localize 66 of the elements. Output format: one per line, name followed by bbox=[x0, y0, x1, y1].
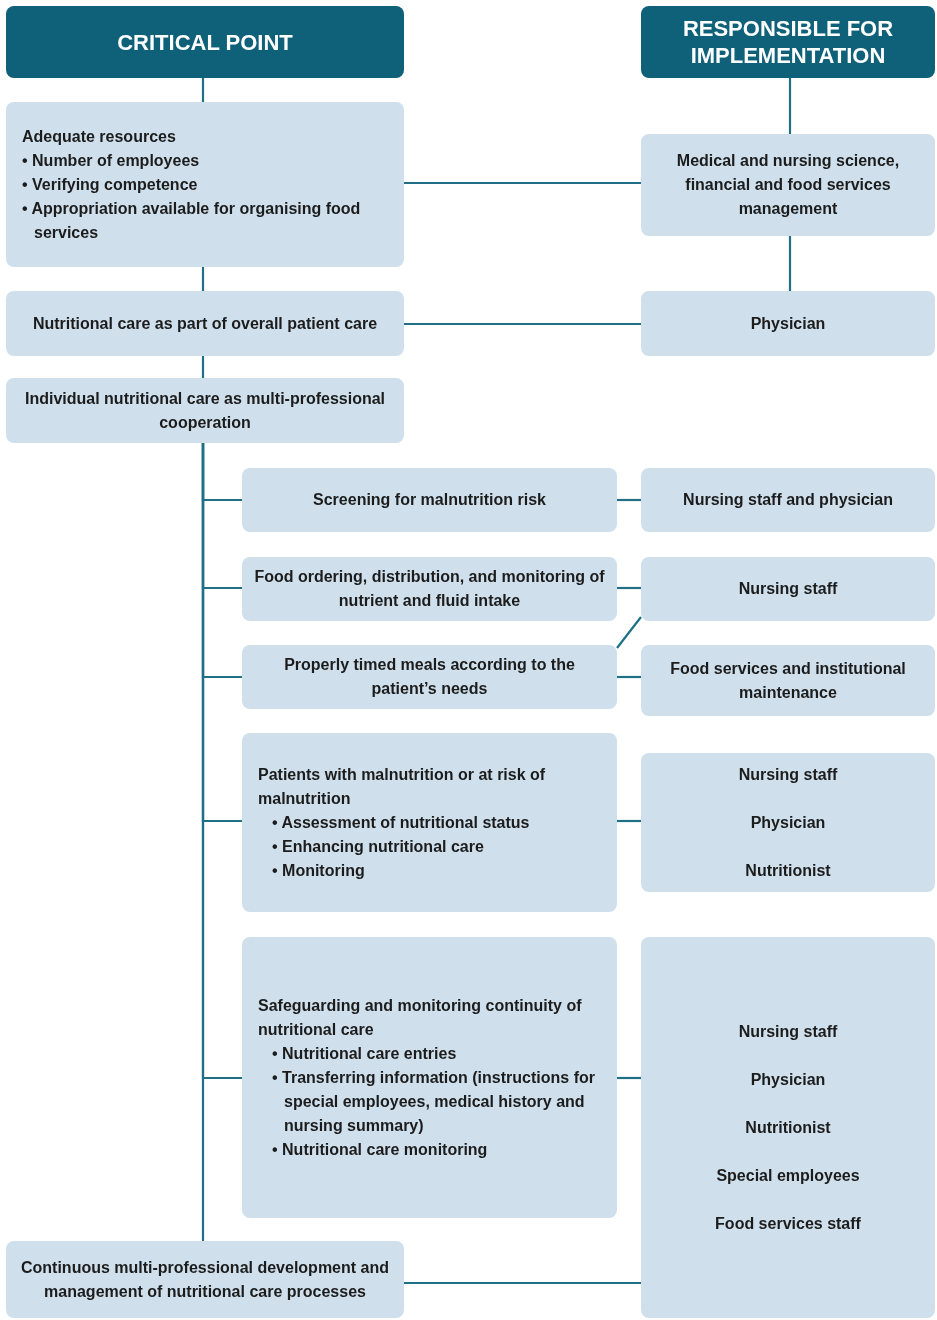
text-box bbox=[6, 1241, 404, 1318]
label-text: Nursing staff bbox=[738, 579, 838, 599]
text-box bbox=[6, 102, 404, 267]
connector-line bbox=[617, 819, 641, 823]
text-box bbox=[242, 645, 617, 709]
label-text: Medical and nursing science, financial and food services management bbox=[675, 151, 901, 219]
connector-line bbox=[404, 322, 641, 326]
connector-line bbox=[201, 267, 205, 291]
label-text: Food ordering, distribution, and monitoring of nutrient and fluid intake bbox=[254, 567, 605, 611]
bullet-item: • Nutritional care monitoring bbox=[271, 1139, 488, 1160]
label-text: Physician bbox=[750, 313, 826, 334]
bullet-item: • Appropriation available for organising food services bbox=[22, 198, 362, 243]
label-text: Food services staff bbox=[715, 1213, 861, 1234]
label-text: Physician bbox=[750, 1069, 826, 1090]
connector-line bbox=[616, 616, 642, 649]
text-box bbox=[641, 753, 935, 892]
text-box bbox=[6, 378, 404, 443]
bullet-item: • Transferring information (instructions for special employees, medical history and nursing summary) bbox=[271, 1067, 596, 1136]
heading-text: Patients with malnutrition or at risk of malnutrition bbox=[258, 764, 547, 809]
connector-line bbox=[788, 236, 792, 291]
label-text: Individual nutritional care as multi-professional cooperation bbox=[23, 388, 387, 433]
text-box bbox=[242, 733, 617, 912]
connector-line bbox=[404, 1281, 641, 1285]
connector-line bbox=[617, 1076, 641, 1080]
connector-line bbox=[788, 78, 792, 134]
bullet-item: • Assessment of nutritional status bbox=[271, 812, 530, 833]
connector-line bbox=[617, 586, 641, 590]
text-box bbox=[641, 468, 935, 532]
label-text: Nursing staff bbox=[738, 764, 838, 785]
connector-line bbox=[201, 356, 205, 378]
label-text: CRITICAL POINT bbox=[117, 28, 293, 56]
text-box bbox=[641, 134, 935, 236]
text-box bbox=[641, 645, 935, 716]
label-text: Nutritionist bbox=[745, 1117, 831, 1138]
label-text: Nutritional care as part of overall patient care bbox=[32, 313, 378, 334]
column-header bbox=[641, 6, 935, 78]
bullet-item: • Verifying competence bbox=[22, 174, 198, 195]
bullet-item: • Nutritional care entries bbox=[271, 1043, 457, 1064]
column-header bbox=[6, 6, 404, 78]
connector-line bbox=[617, 498, 641, 502]
connector-line bbox=[201, 78, 205, 102]
connector-line bbox=[404, 181, 641, 185]
label-text: Continuous multi-professional development and management of nutritional care processes bbox=[20, 1257, 390, 1302]
label-text: Physician bbox=[750, 812, 826, 833]
text-box bbox=[641, 291, 935, 356]
connector-line bbox=[617, 675, 641, 679]
label-text: Screening for malnutrition risk bbox=[313, 490, 546, 510]
text-box bbox=[242, 557, 617, 621]
heading-text: Safeguarding and monitoring continuity of nutritional care bbox=[258, 995, 583, 1040]
bullet-item: • Number of employees bbox=[22, 150, 200, 171]
label-text: Nursing staff and physician bbox=[683, 490, 893, 510]
text-box bbox=[641, 557, 935, 621]
label-text: Food services and institutional maintenance bbox=[669, 658, 907, 703]
label-text: Properly timed meals according to the patient’s needs bbox=[283, 655, 576, 699]
text-box bbox=[641, 937, 935, 1318]
text-box bbox=[6, 291, 404, 356]
bullet-item: • Enhancing nutritional care bbox=[271, 836, 484, 857]
label-text: Nutritionist bbox=[745, 860, 831, 881]
label-text: RESPONSIBLE FOR IMPLEMENTATION bbox=[681, 15, 895, 69]
text-box bbox=[242, 937, 617, 1218]
heading-text: Adequate resources bbox=[22, 126, 176, 147]
connector-line bbox=[201, 443, 205, 1241]
label-text: Nursing staff bbox=[738, 1021, 838, 1042]
bullet-item: • Monitoring bbox=[271, 860, 366, 881]
text-box bbox=[242, 468, 617, 532]
label-text: Special employees bbox=[716, 1165, 860, 1186]
